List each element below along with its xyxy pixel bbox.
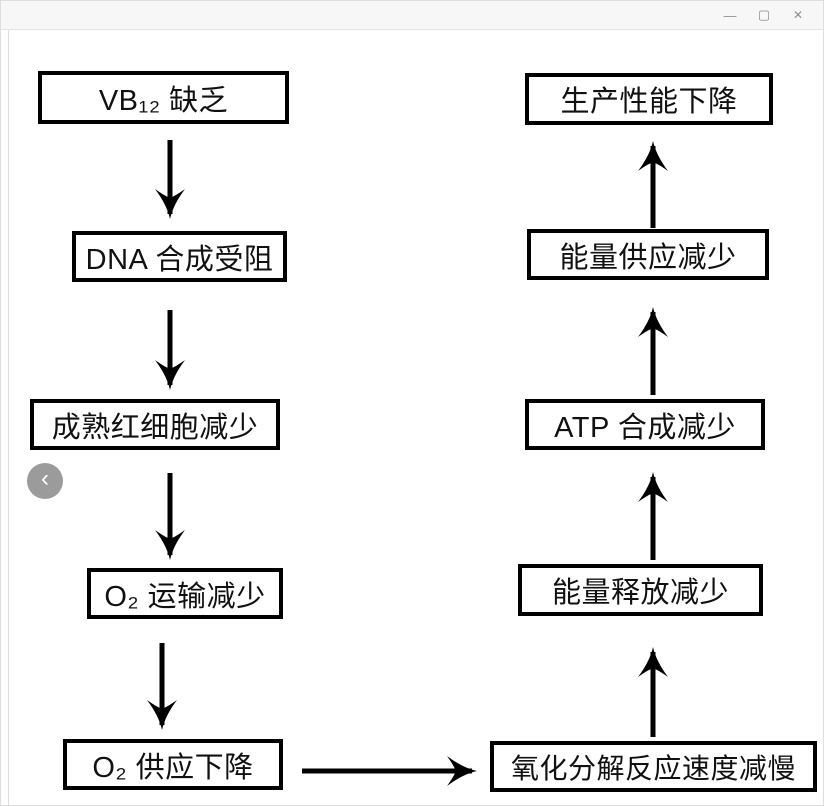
back-button[interactable]: ‹	[27, 463, 63, 499]
node-vb12-deficiency: VB₁₂ 缺乏	[38, 71, 289, 124]
titlebar: — ▢ ✕	[1, 1, 823, 30]
maximize-icon[interactable]: ▢	[747, 1, 781, 29]
close-icon[interactable]: ✕	[781, 1, 815, 29]
content-left-edge	[8, 30, 9, 806]
node-mature-rbc-decrease: 成熟红细胞减少	[30, 399, 280, 450]
node-atp-synthesis-decrease: ATP 合成减少	[525, 399, 765, 450]
minimize-icon[interactable]: —	[713, 1, 747, 29]
node-o2-transport-decrease: O₂ 运输减少	[87, 568, 283, 619]
node-production-performance-decline: 生产性能下降	[525, 73, 773, 125]
node-o2-supply-decline: O₂ 供应下降	[63, 739, 283, 790]
chevron-left-icon: ‹	[41, 465, 49, 492]
node-dna-synthesis-blocked: DNA 合成受阻	[72, 231, 287, 282]
node-oxidation-reaction-slowdown: 氧化分解反应速度减慢	[490, 741, 817, 792]
node-energy-release-decrease: 能量释放减少	[518, 564, 763, 616]
node-energy-supply-decrease: 能量供应减少	[527, 229, 769, 280]
